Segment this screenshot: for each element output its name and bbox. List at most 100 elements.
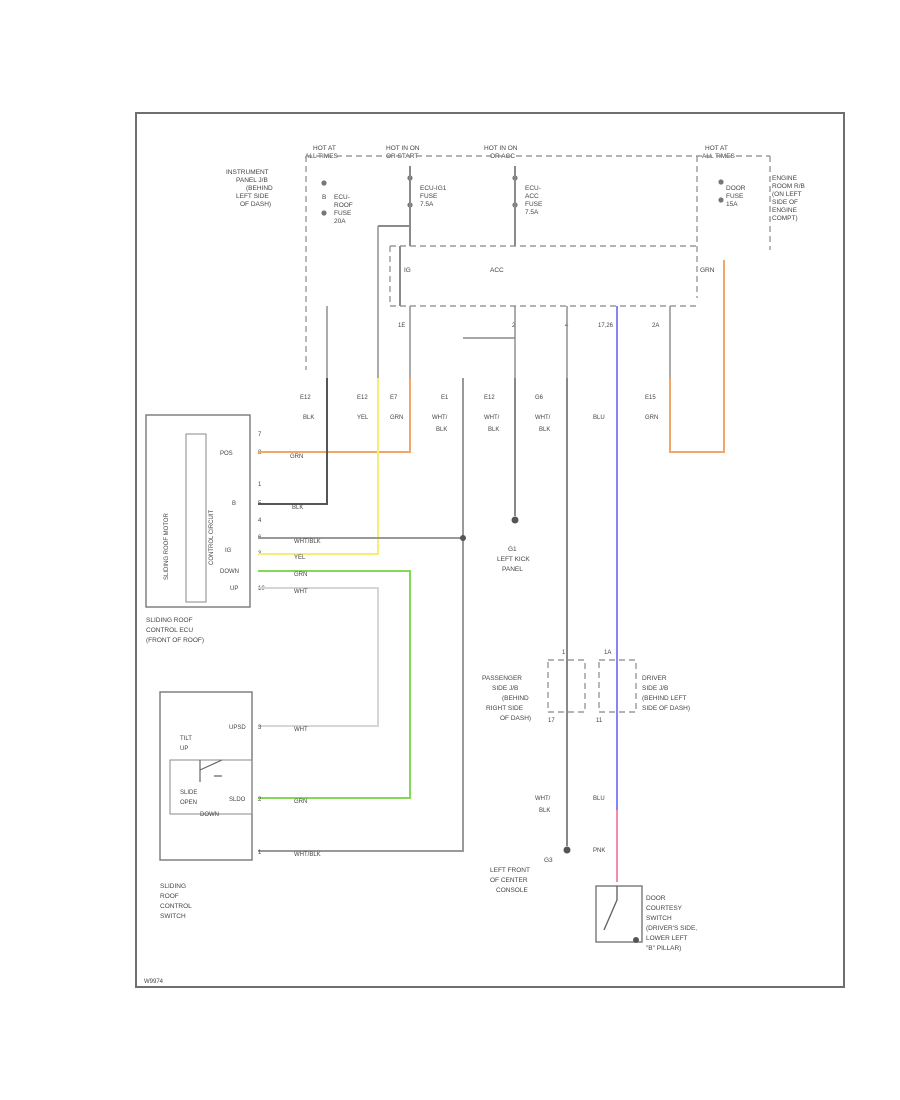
svg-text:HOT AT: HOT AT [313, 145, 336, 152]
switch-contacts [199, 759, 223, 782]
svg-text:2: 2 [512, 323, 516, 329]
svg-text:IG: IG [225, 548, 232, 554]
svg-text:B: B [322, 194, 326, 201]
svg-text:PANEL J/B: PANEL J/B [236, 177, 268, 184]
svg-text:SIDE J/B: SIDE J/B [492, 685, 518, 692]
svg-text:E12: E12 [484, 395, 495, 401]
svg-text:LEFT KICK: LEFT KICK [497, 556, 530, 563]
ecu-pin-names: POS B IG DOWN UP [220, 451, 239, 592]
jb-inner-outline [389, 245, 697, 307]
junction-dot [460, 535, 466, 541]
svg-text:DOOR: DOOR [646, 895, 666, 902]
svg-text:PNK: PNK [593, 848, 605, 854]
svg-text:OF DASH): OF DASH) [240, 201, 271, 208]
wire-black-gnd [258, 378, 328, 505]
svg-text:(BEHIND: (BEHIND [502, 695, 529, 702]
svg-text:17: 17 [548, 718, 555, 724]
svg-text:DOWN: DOWN [200, 812, 219, 818]
ecu-inner-label: CONTROL CIRCUIT [209, 510, 215, 565]
svg-text:RIGHT SIDE: RIGHT SIDE [486, 705, 524, 712]
svg-text:SWITCH: SWITCH [160, 913, 186, 920]
svg-text:GRN: GRN [645, 415, 658, 421]
svg-text:ECU-IG1: ECU-IG1 [420, 185, 447, 192]
passenger-jb-connector [547, 659, 586, 713]
svg-text:E12: E12 [300, 395, 311, 401]
jb-side-pin-labels: 1 17 11 1A [548, 650, 611, 724]
svg-text:"B" PILLAR): "B" PILLAR) [646, 945, 681, 952]
wire-orange-door-fuse [669, 260, 725, 453]
svg-text:7: 7 [258, 432, 262, 438]
wire-yellow-ig [258, 378, 379, 555]
ecu-vertical-label: SLIDING ROOF MOTOR [164, 512, 170, 580]
jb-ig-label: IG [404, 267, 411, 274]
svg-text:FUSE: FUSE [420, 193, 438, 200]
svg-text:(DRIVER'S SIDE,: (DRIVER'S SIDE, [646, 925, 697, 932]
switch-slide-label: SLIDE OPEN DOWN [180, 790, 219, 818]
diagram-frame [135, 112, 845, 988]
jb-internal-ig-wire [399, 166, 516, 306]
sliding-roof-switch-box [159, 691, 253, 861]
svg-text:1E: 1E [398, 323, 405, 329]
lower-wire-color-labels: WHT/ BLK BLU PNK [535, 796, 605, 854]
svg-text:LOWER LEFT: LOWER LEFT [646, 935, 688, 942]
svg-text:FUSE: FUSE [525, 201, 543, 208]
header-hot-in-on-acc: HOT IN ON OR ACC [484, 145, 518, 160]
jb-grn-label: GRN [700, 267, 715, 274]
svg-text:2A: 2A [652, 323, 659, 329]
svg-text:INSTRUMENT: INSTRUMENT [226, 169, 269, 176]
ground-g3-symbol [563, 846, 571, 854]
fuse-symbols [321, 175, 724, 216]
svg-text:E15: E15 [645, 395, 656, 401]
jb-acc-label: ACC [490, 267, 504, 274]
svg-text:OF DASH): OF DASH) [500, 715, 531, 722]
svg-text:G1: G1 [508, 546, 517, 553]
svg-text:BLK: BLK [436, 427, 447, 433]
svg-text:(ON LEFT: (ON LEFT [772, 191, 802, 198]
svg-text:BLK: BLK [488, 427, 499, 433]
switch-name-label: SLIDING ROOF CONTROL SWITCH [160, 883, 192, 920]
svg-text:ACC: ACC [525, 193, 539, 200]
engine-room-rb-label: ENGINE ROOM R/B (ON LEFT SIDE OF ENGINE … [772, 175, 805, 222]
door-switch-contact [603, 886, 618, 931]
svg-text:HOT IN ON: HOT IN ON [386, 145, 420, 152]
switch-inner-box [169, 759, 253, 815]
svg-text:UP: UP [180, 746, 188, 752]
fuse-door: DOOR FUSE 15A [726, 185, 746, 208]
svg-text:OF CENTER: OF CENTER [490, 877, 528, 884]
svg-text:1: 1 [562, 650, 566, 656]
wire-gray-whtblk-switch [258, 538, 464, 852]
svg-text:GRN: GRN [294, 572, 307, 578]
svg-text:UPSD: UPSD [229, 725, 246, 731]
svg-text:CONSOLE: CONSOLE [496, 887, 528, 894]
svg-text:OR ACC: OR ACC [490, 153, 515, 160]
svg-text:E12: E12 [357, 395, 368, 401]
wire-orange-pos [258, 378, 411, 453]
svg-text:OPEN: OPEN [180, 800, 197, 806]
svg-text:BLU: BLU [593, 796, 605, 802]
svg-text:BLK: BLK [539, 427, 550, 433]
svg-text:SLIDING ROOF: SLIDING ROOF [146, 617, 193, 624]
svg-text:BLU: BLU [593, 415, 605, 421]
svg-text:SIDE OF DASH): SIDE OF DASH) [642, 705, 690, 712]
svg-text:COMPT): COMPT) [772, 215, 798, 222]
svg-text:WHT/: WHT/ [535, 415, 551, 421]
header-hot-in-on-start: HOT IN ON OR START [386, 145, 420, 160]
passenger-jb-label: PASSENGER SIDE J/B (BEHIND RIGHT SIDE OF… [482, 675, 531, 722]
jb-output-pins: 1E 2 4 17,26 2A [398, 323, 659, 329]
ecu-inner-box [185, 433, 207, 603]
svg-text:HOT IN ON: HOT IN ON [484, 145, 518, 152]
svg-text:1: 1 [258, 850, 262, 856]
svg-text:TILT: TILT [180, 736, 192, 742]
svg-text:PASSENGER: PASSENGER [482, 675, 522, 682]
svg-text:CONTROL: CONTROL [160, 903, 192, 910]
svg-text:YEL: YEL [357, 415, 369, 421]
svg-text:ROOF: ROOF [334, 202, 353, 209]
svg-text:FUSE: FUSE [334, 210, 352, 217]
door-courtesy-switch-label: DOOR COURTESY SWITCH (DRIVER'S SIDE, LOW… [646, 895, 697, 952]
svg-text:GRN: GRN [290, 454, 303, 460]
wire-white-up [258, 587, 379, 727]
svg-text:DOWN: DOWN [220, 569, 239, 575]
ground-g1-symbol [511, 516, 519, 524]
svg-text:17,26: 17,26 [598, 323, 614, 329]
wire-green-down [258, 570, 411, 799]
